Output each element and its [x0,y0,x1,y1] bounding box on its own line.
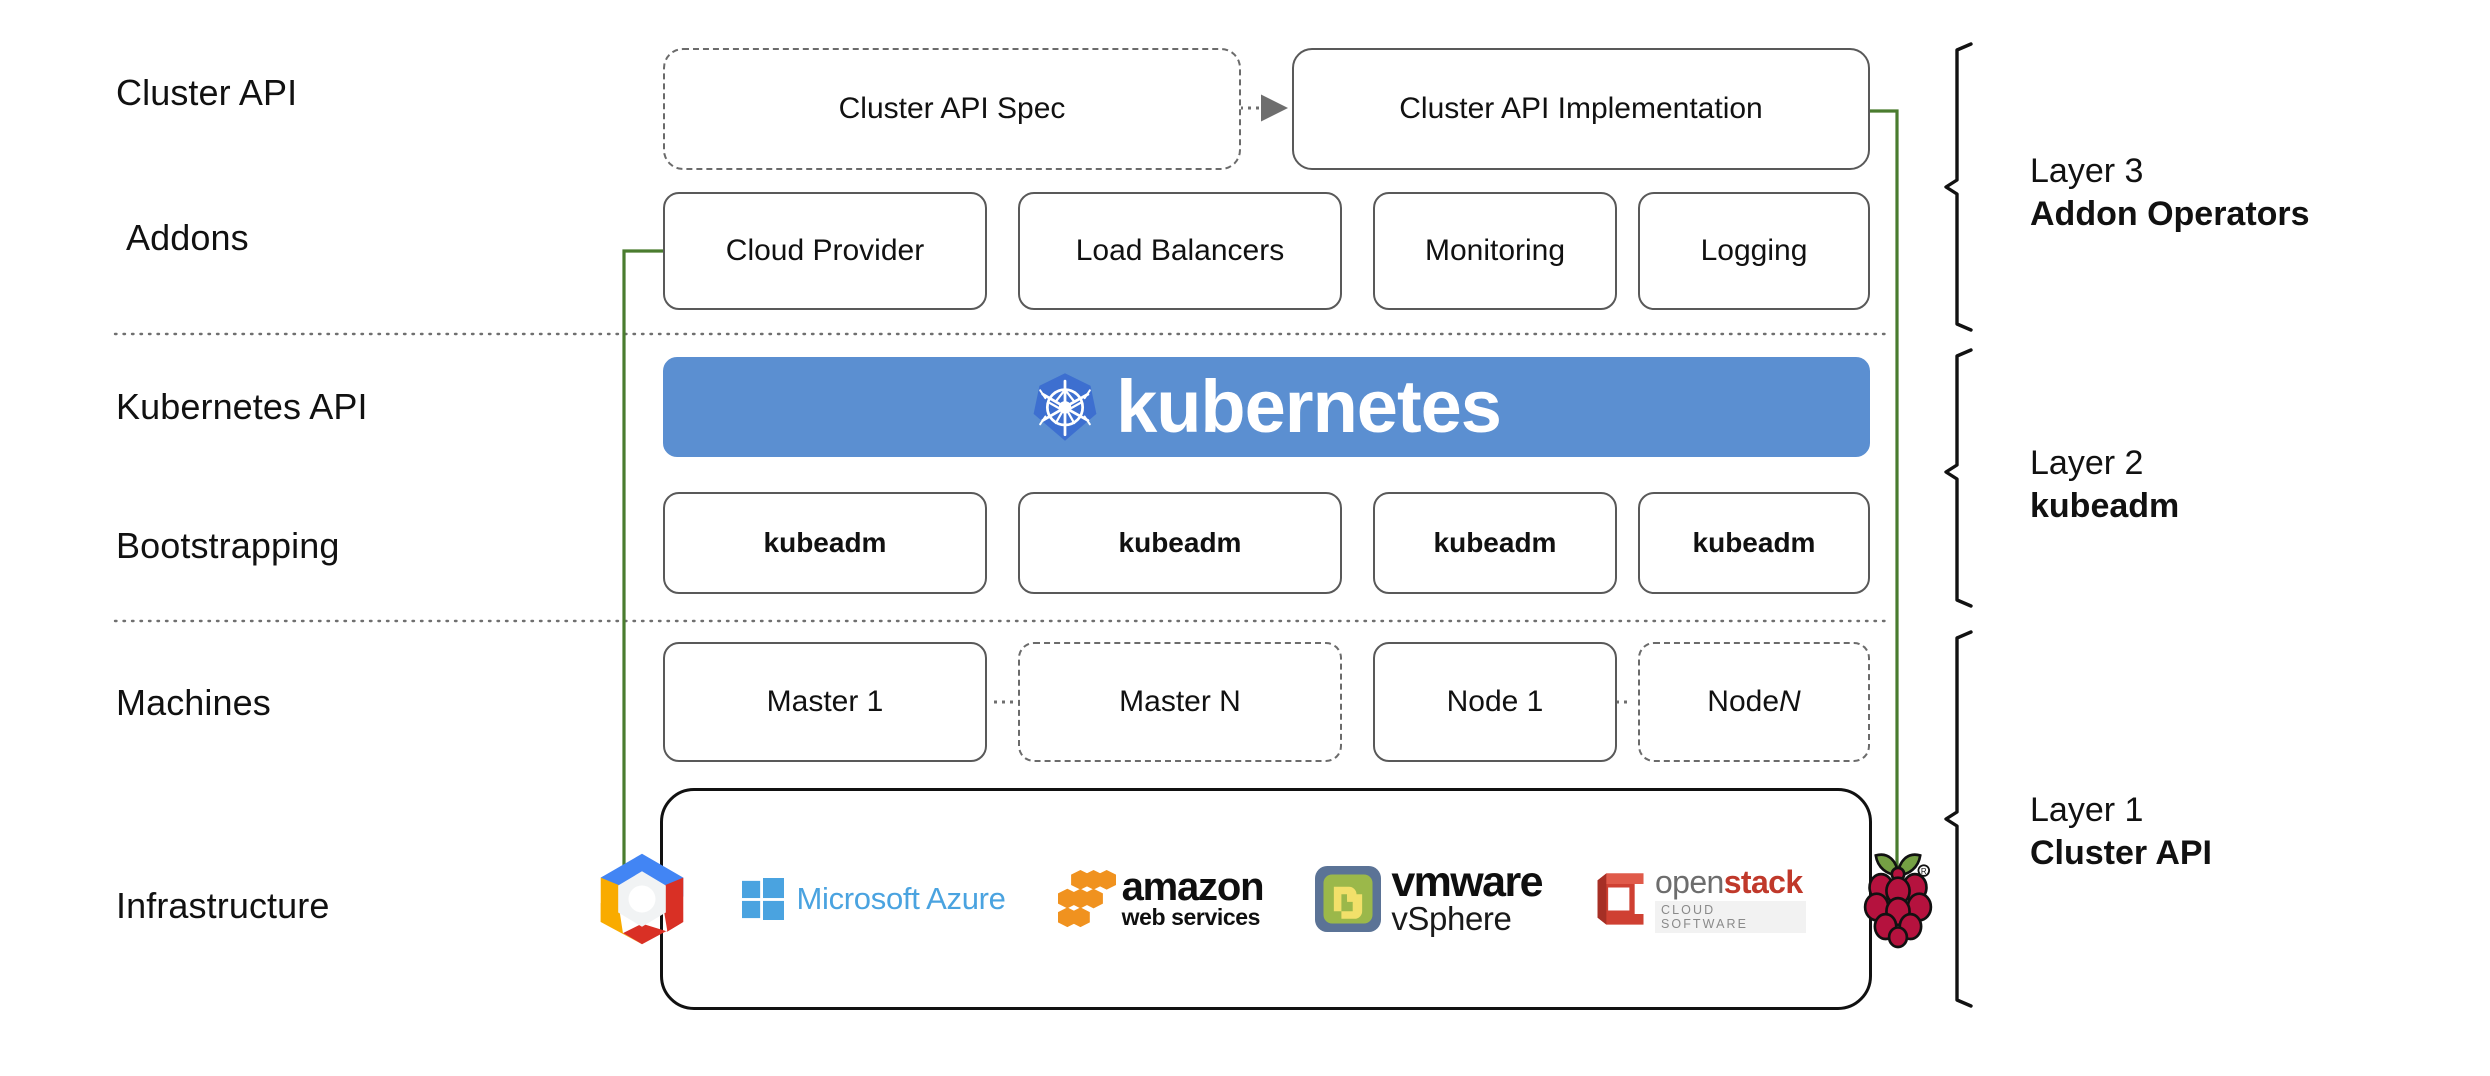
kubernetes-wordmark: kubernetes [1116,365,1502,448]
vmware-vsphere-logo: vmware vSphere [1315,857,1543,938]
amazon-web-services-logo: amazon web services [1057,865,1265,930]
row-label-machines: Machines [116,682,271,723]
vsphere-wordmark: vSphere [1391,900,1512,938]
microsoft-azure-wordmark: Microsoft Azure [796,881,1006,916]
addon-box-cloud-provider[interactable]: Cloud Provider [663,192,987,310]
aws-webservices-wordmark: web services [1121,903,1261,930]
layer-3-subtitle: Addon Operators [2030,194,2310,233]
openstack-tagline: CLOUD SOFTWARE [1654,900,1806,933]
layer-3-label: Layer 3 Addon Operators [2030,150,2310,236]
layer-1-label: Layer 1 Cluster API [2030,789,2212,875]
layer-2-subtitle: kubeadm [2030,486,2180,525]
machine-box-node-n[interactable]: Node N [1638,642,1870,762]
svg-text:R: R [1920,867,1926,876]
layer-2-name: Layer 2 [2030,444,2144,482]
layer-1-name: Layer 1 [2030,791,2144,829]
layer-2-label: Layer 2 kubeadm [2030,442,2179,528]
cluster-api-spec-box[interactable]: Cluster API Spec [663,48,1241,170]
kubernetes-banner: kubernetes [663,357,1870,457]
google-cloud-platform-logo [594,849,690,949]
bootstrap-box-1[interactable]: kubeadm [663,492,987,594]
cluster-api-implementation-box[interactable]: Cluster API Implementation [1292,48,1870,170]
raspberry-pi-logo: R [1858,848,1938,950]
row-label-bootstrapping: Bootstrapping [116,525,340,566]
machine-box-node-n-label: Node [1707,685,1780,718]
machine-box-master-n[interactable]: Master N [1018,642,1342,762]
bootstrap-box-3[interactable]: kubeadm [1373,492,1617,594]
infrastructure-panel: Microsoft Azure amazon web services [601,788,1932,1010]
row-label-addons: Addons [126,217,249,258]
machine-box-master-1[interactable]: Master 1 [663,642,987,762]
kubernetes-helm-logo [1032,372,1098,442]
addon-box-logging[interactable]: Logging [1638,192,1870,310]
bootstrap-box-2[interactable]: kubeadm [1018,492,1342,594]
addon-box-monitoring[interactable]: Monitoring [1373,192,1617,310]
row-label-cluster-api: Cluster API [116,72,298,113]
openstack-wordmark-stack: stack [1723,863,1803,900]
row-label-kubernetes-api: Kubernetes API [116,386,368,427]
bootstrap-box-4[interactable]: kubeadm [1638,492,1870,594]
vmware-wordmark: vmware [1391,857,1543,906]
machine-box-node-n-italic: N [1779,685,1801,718]
row-label-infrastructure: Infrastructure [116,885,330,926]
microsoft-azure-logo: Microsoft Azure [742,878,1006,920]
machine-box-node-1[interactable]: Node 1 [1373,642,1617,762]
addon-box-load-balancers[interactable]: Load Balancers [1018,192,1342,310]
layer-1-subtitle: Cluster API [2030,833,2213,872]
openstack-wordmark-open: open [1654,863,1724,900]
amazon-wordmark: amazon [1121,865,1265,910]
layer-3-name: Layer 3 [2030,152,2144,190]
